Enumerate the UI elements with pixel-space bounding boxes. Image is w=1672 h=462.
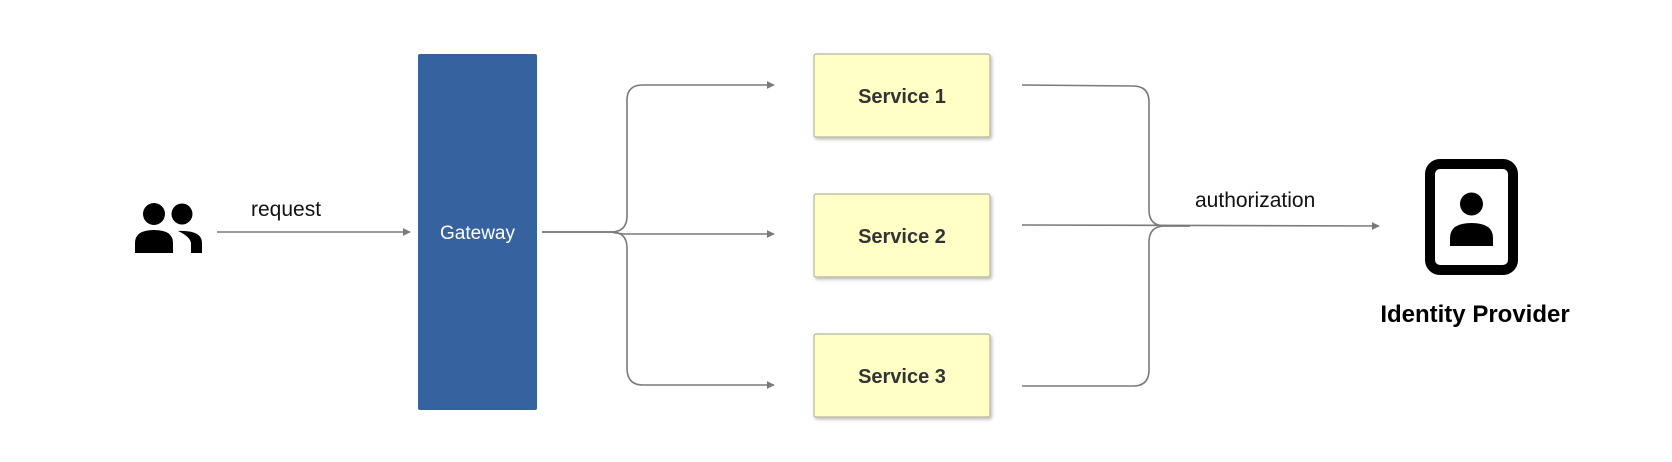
gateway-label: Gateway (440, 223, 515, 244)
service-1-node[interactable]: Service 1 (813, 53, 991, 138)
service-3-to-idp-connector (1022, 225, 1190, 387)
gateway-to-service-3-arrow (542, 231, 775, 389)
service-3-label: Service 3 (858, 366, 946, 388)
service-1-to-idp-connector (1021, 84, 1190, 227)
request-label: request (251, 198, 321, 221)
gateway-box (418, 54, 537, 410)
service-2-box (813, 193, 991, 278)
service-3-box (813, 333, 991, 418)
service-2-label: Service 2 (858, 226, 946, 248)
gateway-node[interactable]: Gateway (418, 54, 537, 410)
authorization-label: authorization (1195, 189, 1315, 212)
gateway-to-service-1-arrow (542, 81, 775, 233)
service-1-box (813, 53, 991, 138)
service-1-label: Service 1 (858, 86, 946, 108)
authorization-arrow (1021, 221, 1380, 230)
service-2-node[interactable]: Service 2 (813, 193, 991, 278)
identity-badge-icon (1425, 159, 1518, 275)
service-3-node[interactable]: Service 3 (813, 333, 991, 418)
users-icon (135, 203, 202, 253)
identity-provider-label: Identity Provider (1380, 301, 1569, 328)
